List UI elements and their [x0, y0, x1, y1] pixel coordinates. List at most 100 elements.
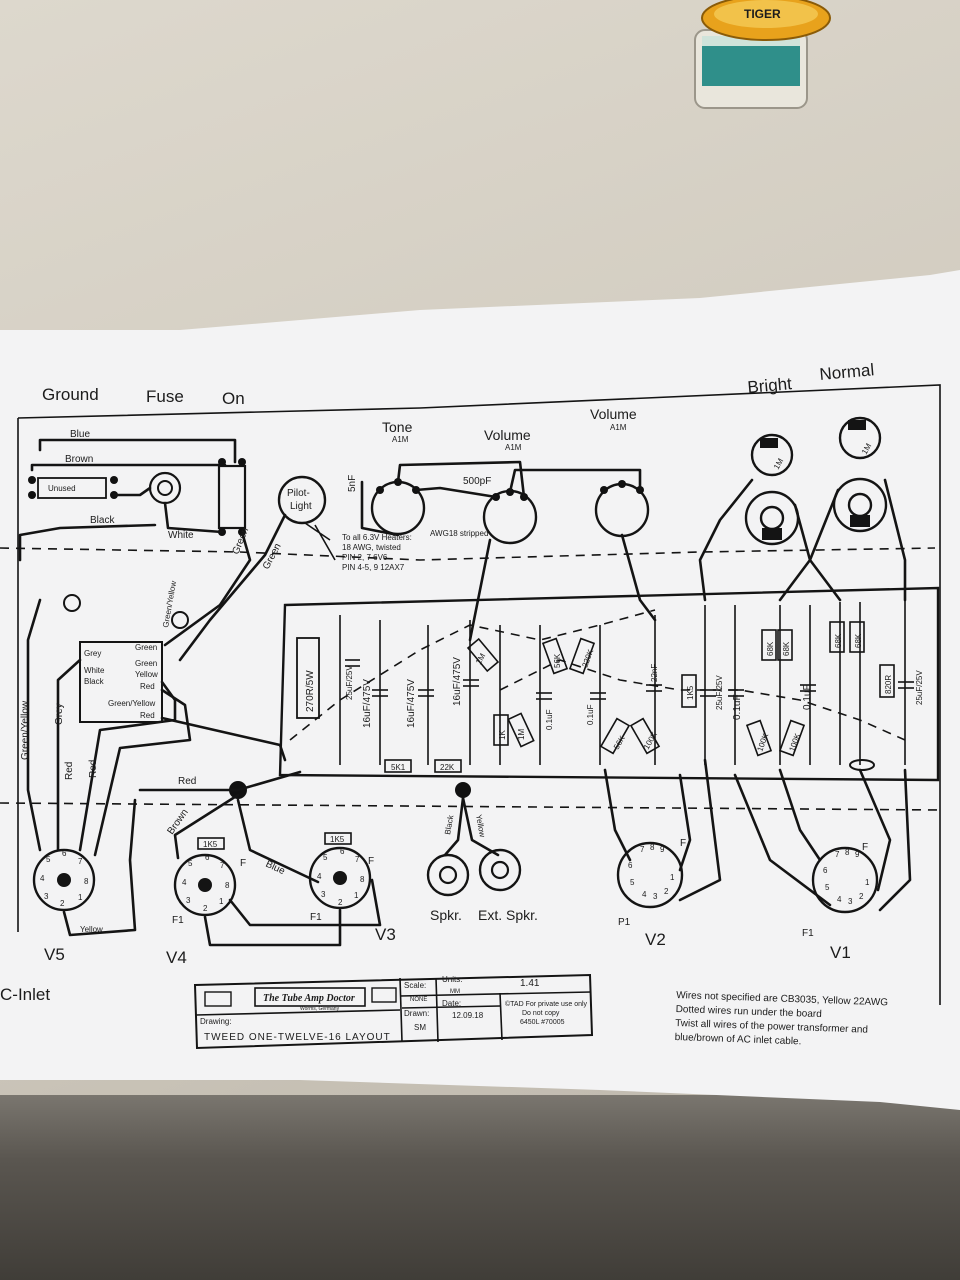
- jar: TIGER: [694, 0, 831, 109]
- svg-text:1: 1: [865, 878, 870, 887]
- label-25uf-2: 25uF/25V: [715, 675, 724, 710]
- svg-text:F: F: [862, 842, 868, 853]
- svg-text:2: 2: [203, 904, 208, 913]
- logo-sub: Worms, Germany: [300, 1006, 340, 1012]
- label-1k: 1K: [498, 730, 507, 740]
- svg-text:5: 5: [46, 855, 51, 864]
- heater-note-1: To all 6.3V Heaters:: [342, 533, 412, 542]
- title-block: [193, 973, 594, 1050]
- svg-text:2: 2: [664, 887, 669, 896]
- label-ground: Ground: [42, 385, 99, 404]
- wire-label-red-side-1: Red: [64, 762, 75, 780]
- label-5nf: 5nF: [347, 475, 358, 492]
- tube-label-v3: V3: [375, 925, 396, 944]
- svg-text:2: 2: [60, 899, 65, 908]
- label-500pf: 500pF: [463, 476, 491, 487]
- label-ac-inlet: C-Inlet: [0, 985, 50, 1004]
- logo-text: The Tube Amp Doctor: [263, 993, 355, 1004]
- paper-sheet: [0, 270, 960, 1110]
- wire-label-brown: Brown: [65, 454, 93, 465]
- svg-text:F: F: [680, 838, 686, 849]
- svg-text:5: 5: [630, 878, 635, 887]
- label-22k: 22K: [440, 763, 455, 772]
- svg-text:8: 8: [650, 843, 655, 852]
- svg-text:1: 1: [219, 897, 224, 906]
- svg-text:2: 2: [338, 898, 343, 907]
- term-green-yellow: Green/Yellow: [108, 699, 156, 708]
- label-tone-a1m: A1M: [392, 435, 409, 444]
- spk-wire-black: Black: [443, 814, 455, 836]
- svg-text:4: 4: [837, 895, 842, 904]
- svg-text:4: 4: [182, 878, 187, 887]
- wire-label-yellow: Yellow: [80, 925, 103, 934]
- label-01uf-c: 0.1uF: [732, 694, 743, 720]
- drawn-label: Drawn:: [404, 1009, 429, 1018]
- wire-label-blue: Blue: [70, 429, 90, 440]
- tube-v5: 5 4 3 2 1 8 7 6: [32, 848, 96, 912]
- wire-label-green-yellow-side: Green/Yellow: [20, 700, 31, 760]
- svg-text:5: 5: [323, 853, 328, 862]
- label-16uf-2: 16uF/475V: [406, 679, 417, 728]
- svg-text:6: 6: [823, 866, 828, 875]
- copyright-3: 6450L #70005: [520, 1019, 565, 1026]
- term-green-2: Green: [135, 659, 157, 668]
- heater-note-2: 18 AWG, twisted: [342, 543, 401, 552]
- svg-text:4: 4: [642, 890, 647, 899]
- tube-label-v1: V1: [830, 943, 851, 962]
- svg-text:1: 1: [78, 893, 83, 902]
- svg-text:8: 8: [845, 848, 850, 857]
- tube-f-v4: F1: [172, 915, 184, 926]
- label-25uf-3: 25uF/25V: [915, 670, 924, 705]
- svg-text:3: 3: [44, 892, 49, 901]
- tube-v2: 7 8 9 6 5 4 3 2 1 F: [616, 838, 686, 909]
- svg-text:TIGER: TIGER: [744, 7, 781, 21]
- spk-wire-yellow: Yellow: [474, 814, 487, 838]
- label-normal: Normal: [819, 360, 875, 384]
- note-line-4: blue/brown of AC inlet cable.: [674, 1032, 801, 1047]
- label-68k-c: 68K: [834, 633, 843, 648]
- tube-v4: 1K5 5 4 3 2 1 8 7 6 F: [173, 837, 246, 917]
- svg-text:3: 3: [321, 890, 326, 899]
- wire-label-red: Red: [178, 776, 196, 787]
- label-volume-1: Volume: [484, 427, 531, 443]
- svg-text:9: 9: [855, 850, 860, 859]
- ground-lug-2: [171, 611, 189, 629]
- label-16uf-1: 16uF/475V: [362, 679, 373, 728]
- label-1k5-v4: 1K5: [203, 840, 218, 849]
- wire-label-grey-side: Grey: [54, 703, 65, 725]
- ext-speaker-jack: [478, 848, 522, 892]
- eyelet-board: [278, 586, 940, 782]
- svg-text:5: 5: [825, 883, 830, 892]
- wire-label-red-side-2: Red: [88, 760, 99, 778]
- svg-text:7: 7: [355, 855, 360, 864]
- scale-value: NONE: [410, 997, 427, 1003]
- term-green-1: Green: [135, 643, 157, 652]
- label-bright: Bright: [747, 374, 793, 397]
- label-1m-b: 1M: [517, 729, 526, 740]
- label-01uf-d: 0.1uF: [802, 684, 813, 710]
- term-yellow: Yellow: [135, 670, 158, 679]
- term-black: Black: [84, 677, 105, 686]
- drawn-value: SM: [414, 1023, 426, 1032]
- svg-text:3: 3: [186, 896, 191, 905]
- speaker-jack: [426, 853, 470, 897]
- svg-text:7: 7: [835, 850, 840, 859]
- svg-text:7: 7: [220, 861, 225, 870]
- tube-f-v3: F1: [310, 912, 322, 923]
- label-volume-2-a1m: A1M: [610, 423, 627, 432]
- label-68k-a: 68K: [766, 641, 775, 656]
- label-1k5-a: 1K5: [686, 685, 695, 700]
- copyright-1: ©TAD For private use only: [505, 1000, 588, 1008]
- pilot-light-line1: Pilot-: [287, 488, 310, 499]
- svg-text:6: 6: [62, 849, 67, 858]
- svg-text:8: 8: [225, 881, 230, 890]
- tube-label-v4: V4: [166, 948, 187, 967]
- svg-text:8: 8: [84, 877, 89, 886]
- label-ext-spkr: Ext. Spkr.: [478, 907, 538, 923]
- date-label: Date:: [442, 999, 461, 1008]
- pilot-light-line2: Light: [290, 501, 312, 512]
- svg-text:9: 9: [660, 845, 665, 854]
- units-value: MM: [450, 989, 460, 995]
- tube-f-v2: P1: [618, 917, 631, 928]
- label-01uf-b: 0.1uF: [586, 704, 595, 725]
